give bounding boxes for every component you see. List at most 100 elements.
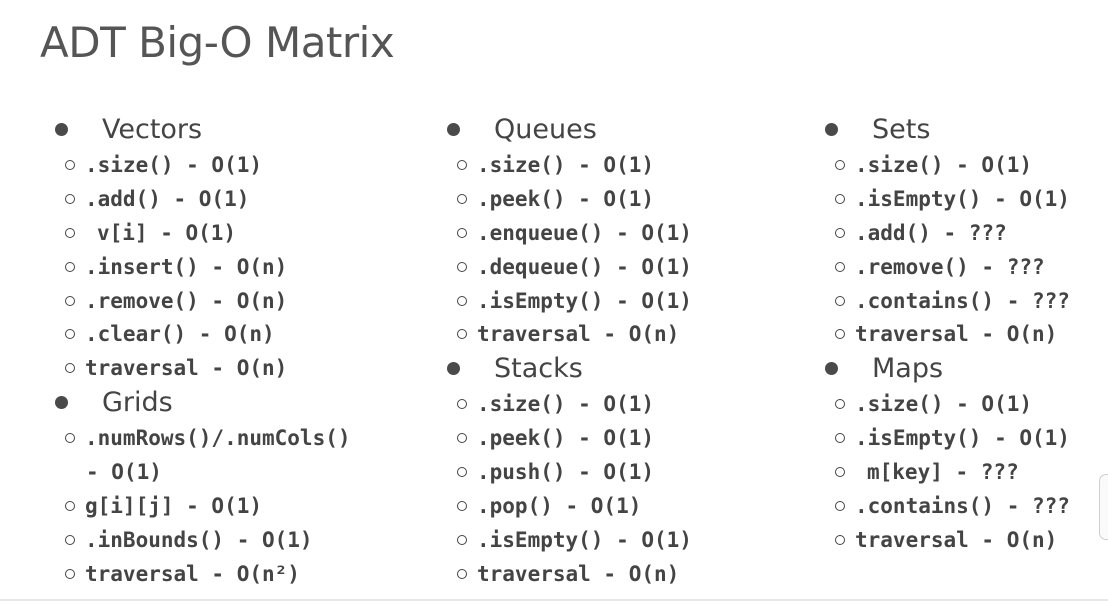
section-grids: Grids .numRows()/.numCols() - O(1) g[i][… (52, 385, 351, 590)
list-item: traversal - O(n²) (52, 557, 351, 591)
circle-bullet-icon (65, 159, 75, 170)
circle-bullet-icon (457, 500, 467, 511)
heading-label: Maps (872, 352, 944, 384)
list-item: .size() - O(1) (822, 148, 1070, 182)
circle-bullet-icon (457, 159, 467, 170)
circle-bullet-icon (835, 193, 845, 204)
circle-bullet-icon (65, 500, 75, 511)
list-item-continuation: - O(1) (86, 460, 162, 485)
section-heading: Sets (822, 112, 1070, 146)
bullet-icon (447, 361, 460, 375)
circle-bullet-icon (457, 467, 467, 478)
circle-bullet-icon (65, 534, 75, 545)
circle-bullet-icon (835, 159, 845, 170)
list-item: .peek() - O(1) (444, 421, 692, 455)
section-queues: Queues .size() - O(1) .peek() - O(1) .en… (444, 112, 692, 351)
section-sets: Sets .size() - O(1) .isEmpty() - O(1) .a… (822, 112, 1070, 351)
circle-bullet-icon (65, 329, 75, 340)
circle-bullet-icon (65, 227, 75, 238)
list-item: traversal - O(n) (444, 557, 692, 591)
section-heading: Maps (822, 351, 1070, 385)
list-item: .dequeue() - O(1) (444, 250, 692, 284)
circle-bullet-icon (457, 433, 467, 444)
circle-bullet-icon (65, 193, 75, 204)
list-item: .isEmpty() - O(1) (444, 523, 692, 557)
item-list: .numRows()/.numCols() - O(1) g[i][j] - O… (52, 421, 351, 590)
item-list: .size() - O(1) .isEmpty() - O(1) .add() … (822, 148, 1070, 351)
list-item: traversal - O(n) (52, 351, 351, 385)
list-item: .remove() - O(n) (52, 284, 351, 318)
list-item: .size() - O(1) (822, 387, 1070, 421)
item-list: .size() - O(1) .add() - O(1) v[i] - O(1)… (52, 148, 351, 385)
circle-bullet-icon (835, 534, 845, 545)
list-item: v[i] - O(1) (52, 216, 351, 250)
section-stacks: Stacks .size() - O(1) .peek() - O(1) .pu… (444, 351, 692, 590)
item-list: .size() - O(1) .peek() - O(1) .enqueue()… (444, 148, 692, 351)
list-item: .isEmpty() - O(1) (444, 284, 692, 318)
section-heading: Queues (444, 112, 692, 146)
circle-bullet-icon (835, 500, 845, 511)
section-vectors: Vectors .size() - O(1) .add() - O(1) v[i… (52, 112, 351, 385)
bottom-divider (0, 599, 1108, 601)
circle-bullet-icon (457, 295, 467, 306)
section-heading: Vectors (52, 112, 351, 146)
column-2: Queues .size() - O(1) .peek() - O(1) .en… (444, 112, 692, 591)
list-item: .enqueue() - O(1) (444, 216, 692, 250)
list-item: .pop() - O(1) (444, 489, 692, 523)
bullet-icon (825, 122, 838, 136)
list-item: .size() - O(1) (444, 148, 692, 182)
column-3: Sets .size() - O(1) .isEmpty() - O(1) .a… (822, 112, 1070, 557)
list-item: .inBounds() - O(1) (52, 523, 351, 557)
section-heading: Grids (52, 385, 351, 419)
circle-bullet-icon (457, 261, 467, 272)
edge-handle[interactable] (1099, 474, 1108, 540)
circle-bullet-icon (835, 329, 845, 340)
circle-bullet-icon (65, 295, 75, 306)
circle-bullet-icon (457, 568, 467, 579)
circle-bullet-icon (457, 534, 467, 545)
column-1: Vectors .size() - O(1) .add() - O(1) v[i… (52, 112, 351, 591)
circle-bullet-icon (835, 467, 845, 478)
circle-bullet-icon (457, 227, 467, 238)
list-item: .contains() - ??? (822, 489, 1070, 523)
circle-bullet-icon (457, 399, 467, 410)
list-item: g[i][j] - O(1) (52, 489, 351, 523)
list-item: .insert() - O(n) (52, 250, 351, 284)
list-item: .peek() - O(1) (444, 182, 692, 216)
item-list: .size() - O(1) .isEmpty() - O(1) m[key] … (822, 387, 1070, 556)
list-item: .remove() - ??? (822, 250, 1070, 284)
item-list: .size() - O(1) .peek() - O(1) .push() - … (444, 387, 692, 590)
list-item: .size() - O(1) (52, 148, 351, 182)
list-item: .contains() - ??? (822, 284, 1070, 318)
circle-bullet-icon (835, 295, 845, 306)
list-item: .add() - ??? (822, 216, 1070, 250)
heading-label: Sets (872, 113, 931, 145)
bullet-icon (55, 122, 68, 136)
circle-bullet-icon (835, 399, 845, 410)
section-maps: Maps .size() - O(1) .isEmpty() - O(1) m[… (822, 351, 1070, 556)
list-item: .numRows()/.numCols() (52, 421, 351, 455)
list-item: traversal - O(n) (822, 523, 1070, 557)
circle-bullet-icon (65, 363, 75, 374)
section-heading: Stacks (444, 351, 692, 385)
heading-label: Stacks (494, 352, 583, 384)
list-item: .isEmpty() - O(1) (822, 182, 1070, 216)
circle-bullet-icon (835, 227, 845, 238)
list-item: .isEmpty() - O(1) (822, 421, 1070, 455)
heading-label: Vectors (102, 113, 203, 145)
circle-bullet-icon (835, 433, 845, 444)
circle-bullet-icon (65, 568, 75, 579)
list-item: m[key] - ??? (822, 455, 1070, 489)
heading-label: Queues (494, 113, 597, 145)
circle-bullet-icon (457, 329, 467, 340)
circle-bullet-icon (65, 433, 75, 444)
list-item: traversal - O(n) (822, 317, 1070, 351)
list-item: .clear() - O(n) (52, 317, 351, 351)
circle-bullet-icon (457, 193, 467, 204)
bullet-icon (447, 122, 460, 136)
list-item: traversal - O(n) (444, 317, 692, 351)
list-item: .push() - O(1) (444, 455, 692, 489)
circle-bullet-icon (835, 261, 845, 272)
slide-title: ADT Big-O Matrix (40, 18, 395, 67)
